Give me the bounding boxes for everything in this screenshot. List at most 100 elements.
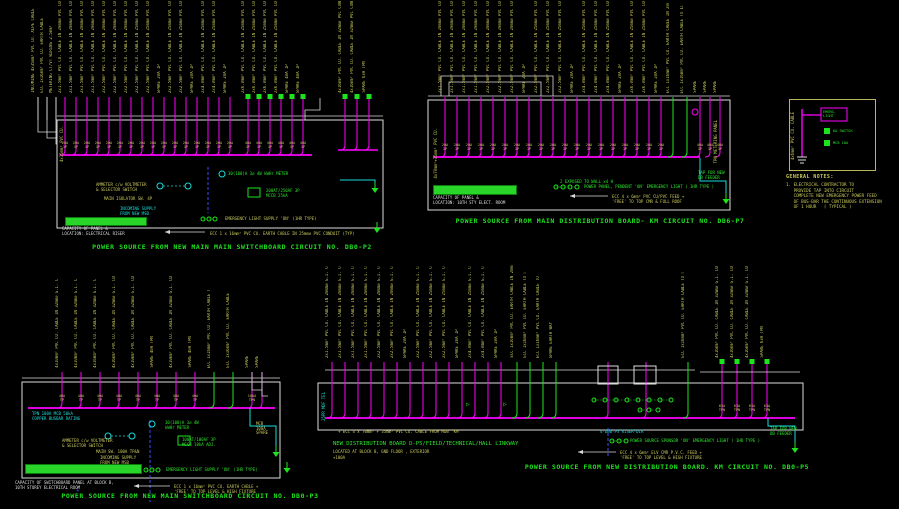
breaker-rating-label: 40A 1P [696,143,704,151]
circuit-label: 4x16mm² PVC CU. CABLE IN 32mm∅ PVC CONDU… [350,1,354,93]
breaker-hook-icon [297,149,304,156]
breaker-hook-icon [643,151,650,158]
breaker-hook-icon [352,412,359,419]
breaker-rating-label: 40A TP [77,394,85,402]
breaker-rating-label: 40A TP [172,394,180,402]
meter-circle-icon [156,182,164,190]
circuit-label: 2x6.0mm² PVC CU. CABLE IN 25mm∅ PVC COND… [241,1,245,93]
circuit-label: SPARE 20A 1P [570,64,574,93]
breaker-rating-label: 20A 1P [204,141,212,149]
circuit-label: 2x6.0mm² PVC CU. CABLE IN 25mm∅ PVC COND… [274,1,278,93]
circuit-label: 2x4.0mm² PVC CU. CABLE IN 25mm∅ G.I. CON… [468,266,472,358]
breaker-hook-icon [92,149,99,156]
note-text: ECC 1 x 16mm² PVC CU. EARTH CABLE IN 25m… [210,231,355,236]
breaker-hook-icon [213,149,220,156]
general-note-line: OF 1 HOUR ( TYPICAL ) [786,204,852,210]
ground-arrow-icon [272,452,280,457]
breaker-rating-label: 40A 1P [706,143,714,151]
note-text: ✳ [76,487,80,494]
breaker-rating-label: 40A 1P [255,141,263,149]
breaker-hook-icon [275,149,282,156]
breaker-hook-icon [704,151,711,158]
circuit-label: SPARE 63A TPN [362,61,366,93]
circuit-label: 2x2.5mm² PVC CU. CABLE IN 25mm∅ PVC COND… [546,1,550,93]
connector-step [304,98,321,120]
connector-step [261,372,268,397]
breaker-hook-icon [264,149,271,156]
breaker-rating-label: 20A 1P [149,141,157,149]
legend-emergency-label: EMERG. LIGHT [823,110,836,118]
breaker-rating-label: 100A TPN [247,394,257,402]
breaker-hook-icon [365,412,372,419]
circuit-label: SPARE 63A TPN [760,326,764,358]
circuit-label: 2x2.5mm² PVC CU. CABLE IN 20mm∅ PVC COND… [113,1,117,93]
emergency-lamp-icon [613,397,619,403]
breaker-rating-label: 40A 1P [288,141,296,149]
breaker-hook-icon [125,149,132,156]
breaker-hook-icon [524,412,531,419]
breaker-hook-icon [81,149,88,156]
note-text: INCOMING SUPPLY FROM NEW MSB [100,455,137,465]
ground-arrow-icon [722,199,730,204]
breaker-hook-icon [59,149,66,156]
circuit-label: ECC 1x16mm² PVC CU. EARTH CABLE IN 20mm∅… [666,3,670,93]
breaker-hook-icon [631,151,638,158]
breaker-hook-icon [547,151,554,158]
breaker-rating-label: 20A 1P [621,143,629,151]
emergency-lamp-icon [657,397,663,403]
emergency-lamp-icon [212,216,218,222]
circuit-label: SPARE 40A 1P [296,64,300,93]
circuit-label: SPARE 20A 1P [618,64,622,93]
circuit-label: SPARE [693,80,697,93]
tap-line [699,158,727,197]
general-notes-title: GENERAL NOTES: [786,174,834,180]
circuit-label: 2x2.5mm² PVC CU. CABLE IN 20mm∅ G.I. CON… [377,266,381,358]
ground-arrow-icon [371,188,379,193]
breaker-hook-icon [511,412,518,419]
breaker-hook-icon [170,402,177,409]
breaker-rating-label: 63A TPN [733,404,741,412]
circuit-label: SPARE 40A TPN [150,336,154,368]
note-text: EMERGENCY LIGHT SUPPLY 'ON' (1HR TYPE) [225,216,317,221]
breaker-hook-icon [463,151,470,158]
note-text: +100A [333,455,346,460]
breaker-hook-icon [103,149,110,156]
circuit-label: 2x6.0mm² PVC CU. CABLE IN 25mm∅ PVC COND… [252,1,256,93]
diagram-title-d2: POWER SOURCE FROM MAIN DISTRIBUTION BOAR… [455,217,745,225]
emergency-lamp-icon [143,467,149,473]
breaker-hook-icon [180,149,187,156]
breaker-hook-icon [242,149,249,156]
circuit-label: ECC 1x16mm² PVC CU. EARTH CABLE TO LOCAL… [680,6,684,94]
emergency-lamp-icon [567,184,573,190]
breaker-hook-icon [113,402,120,409]
circuit-label: 2x1.5mm² PVC CU. CABLE IN 20mm∅ G.I. CON… [364,266,368,358]
circuit-label: 2x2.5mm² PVC CU. CABLE IN 25mm∅ G.I. CON… [442,266,446,358]
breaker-rating-label: 20A 1P [633,143,641,151]
meter-circle-icon [128,432,136,440]
breaker-hook-icon [114,149,121,156]
breaker-rating-label: 40A 1P [266,141,274,149]
breaker-rating-label: 20A 1P [597,143,605,151]
circuit-label: 2x6.0mm² PVC CU. CABLE IN 25mm∅ PVC COND… [630,1,634,93]
breaker-rating-label: 20A 1P [549,143,557,151]
breaker-hook-icon [550,412,557,419]
connector-step [46,97,57,139]
note-text: INCOMING SUPPLY FROM NEW MSB [120,206,157,216]
connector-step [448,81,542,96]
breaker-hook-icon [158,149,165,156]
emergency-lamp-icon [623,438,629,444]
note-arrow-icon [165,230,170,234]
breaker-square-icon [764,359,770,364]
breaker-hook-icon [430,412,437,419]
circuit-label: 2x1.5mm² PVC CU. CABLE IN 20mm∅ PVC COND… [462,1,466,93]
breaker-hook-icon [714,151,721,158]
breaker-rating-label: 40A TP [191,394,199,402]
breaker-hook-icon [482,412,489,419]
emergency-lamp-icon [155,467,161,473]
breaker-rating-label: 40A TP [58,394,66,402]
breaker-rating-label: 40A TP [134,394,142,402]
breaker-hook-icon [94,402,101,409]
circuit-label: 2x4.0mm² PVC CU. CABLE IN 25mm∅ PVC COND… [606,1,610,93]
note-text: LOCATED AT BLOCK B, GND FLOOR , EXTERIOR [333,449,430,454]
